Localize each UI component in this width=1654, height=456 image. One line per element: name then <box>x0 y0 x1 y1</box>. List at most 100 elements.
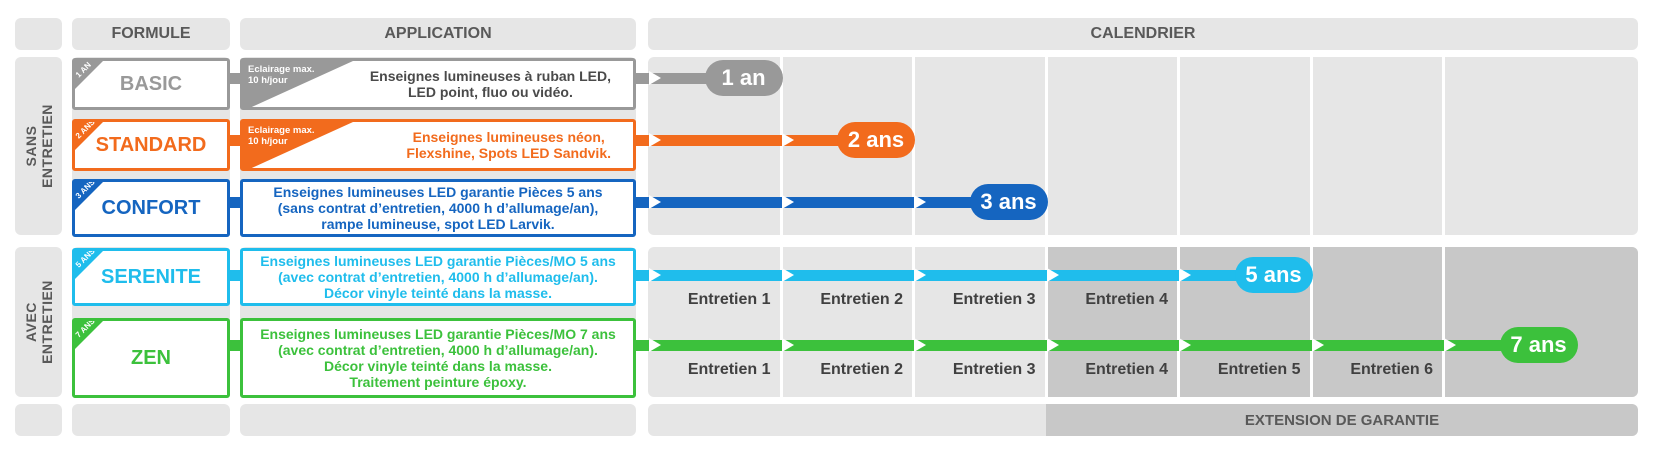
usage-note-label: Eclairage max. 10 h/jour <box>248 125 315 147</box>
duration-pill-serenite: 5 ans <box>1234 257 1313 293</box>
connector-formule-application <box>229 340 241 351</box>
corner-badge-1 <box>75 61 103 89</box>
application-text: Enseignes lumineuses LED garantie Pièces… <box>273 184 603 232</box>
connector-application-timeline <box>635 73 651 84</box>
timeline-arrow <box>782 133 794 147</box>
header-corner <box>15 18 62 50</box>
year-divider-4 <box>1177 247 1180 397</box>
application-standard-box: Eclairage max. 10 h/jour Enseignes lumine… <box>240 119 636 171</box>
timeline-arrow <box>1179 338 1191 352</box>
timeline-arrow <box>782 338 794 352</box>
timeline-bar-confort <box>650 197 1008 208</box>
entretien-label: Entretien 4 <box>1085 361 1168 378</box>
corner-badge-2 <box>75 122 103 150</box>
footer-corner <box>15 404 62 436</box>
year-divider-3 <box>1045 57 1048 235</box>
timeline-arrow <box>1047 338 1059 352</box>
application-serenite-box: Enseignes lumineuses LED garantie Pièces… <box>240 248 636 306</box>
duration-pill-confort: 3 ans <box>969 184 1048 220</box>
duration-pill-standard: 2 ans <box>837 122 915 158</box>
application-text: Enseignes lumineuses néon, Flexshine, Sp… <box>406 129 611 161</box>
timeline-arrow <box>649 71 661 85</box>
connector-application-timeline <box>635 270 651 281</box>
timeline-arrow <box>782 268 794 282</box>
entretien-label: Entretien 5 <box>1217 361 1301 378</box>
timeline-arrow <box>649 195 661 209</box>
year-divider-5 <box>1310 247 1313 397</box>
timeline-arrow <box>649 268 661 282</box>
entretien-label: Entretien 1 <box>687 291 771 308</box>
entretien-label: Entretien 1 <box>687 361 771 378</box>
timeline-bar-zen <box>650 340 1538 351</box>
connector-formule-application <box>229 197 241 208</box>
year-divider-6 <box>1442 247 1445 397</box>
duration-pill-basic: 1 an <box>704 60 783 96</box>
corner-badge-5 <box>75 321 103 349</box>
timeline-bar-serenite <box>650 270 1273 281</box>
connector-formule-application <box>229 73 241 84</box>
group-sans-entretien: SANS ENTRETIEN <box>15 57 62 235</box>
header-application: APPLICATION <box>240 18 636 50</box>
timeline-arrow <box>649 338 661 352</box>
entretien-label: Entretien 6 <box>1350 361 1433 378</box>
year-divider-5 <box>1310 57 1313 235</box>
entretien-label: Entretien 3 <box>952 361 1036 378</box>
application-text: Enseignes lumineuses LED garantie Pièces… <box>260 326 616 390</box>
year-divider-1 <box>780 57 783 235</box>
corner-badge-3 <box>75 182 103 210</box>
formule-name: STANDARD <box>95 133 207 156</box>
header-calendrier: CALENDRIER <box>648 18 1638 50</box>
application-text: Enseignes lumineuses LED garantie Pièces… <box>260 253 616 301</box>
corner-badge-4 <box>75 251 103 279</box>
footer-formule <box>72 404 230 436</box>
timeline-arrow <box>1444 338 1456 352</box>
timeline-arrow <box>782 195 794 209</box>
formule-name: BASIC <box>119 72 183 95</box>
group-avec-label: AVEC ENTRETIEN <box>22 280 55 364</box>
timeline-arrow <box>1179 268 1191 282</box>
group-avec-entretien: AVEC ENTRETIEN <box>15 247 62 397</box>
group-sans-label: SANS ENTRETIEN <box>22 104 55 188</box>
year-divider-3 <box>1045 247 1048 397</box>
connector-application-timeline <box>635 197 651 208</box>
usage-note-wedge <box>243 122 353 168</box>
application-zen-box: Enseignes lumineuses LED garantie Pièces… <box>240 318 636 398</box>
entretien-label: Entretien 4 <box>1085 291 1168 308</box>
footer-application <box>240 404 636 436</box>
usage-note-wedge <box>243 61 353 107</box>
calendar-bg-1 <box>648 57 1638 235</box>
year-divider-6 <box>1442 57 1445 235</box>
formule-name: CONFORT <box>101 196 201 219</box>
timeline-arrow <box>914 195 926 209</box>
timeline-arrow <box>1312 338 1324 352</box>
timeline-arrow <box>914 338 926 352</box>
timeline-arrow <box>649 133 661 147</box>
timeline-bar-standard <box>650 135 875 146</box>
year-divider-4 <box>1177 57 1180 235</box>
entretien-label: Entretien 2 <box>820 291 903 308</box>
duration-pill-zen: 7 ans <box>1499 327 1578 363</box>
connector-application-timeline <box>635 340 651 351</box>
formule-name: SERENITE <box>100 265 202 288</box>
timeline-bar-basic <box>650 73 743 84</box>
entretien-label: Entretien 2 <box>820 361 903 378</box>
timeline-arrow <box>1047 268 1059 282</box>
footer-extension-garantie: EXTENSION DE GARANTIE <box>1046 404 1638 436</box>
footer-calendar <box>648 404 1046 436</box>
application-text: Enseignes lumineuses à ruban LED, LED po… <box>369 68 611 100</box>
year-divider-1 <box>780 247 783 397</box>
application-confort-box: Enseignes lumineuses LED garantie Pièces… <box>240 179 636 237</box>
entretien-label: Entretien 3 <box>952 291 1036 308</box>
timeline-arrow <box>914 268 926 282</box>
application-basic-box: Eclairage max. 10 h/jour Enseignes lumine… <box>240 58 636 110</box>
usage-note-label: Eclairage max. 10 h/jour <box>248 64 315 86</box>
formule-name: ZEN <box>131 346 171 369</box>
header-formule: FORMULE <box>72 18 230 50</box>
connector-application-timeline <box>635 135 651 146</box>
year-divider-2 <box>912 247 915 397</box>
